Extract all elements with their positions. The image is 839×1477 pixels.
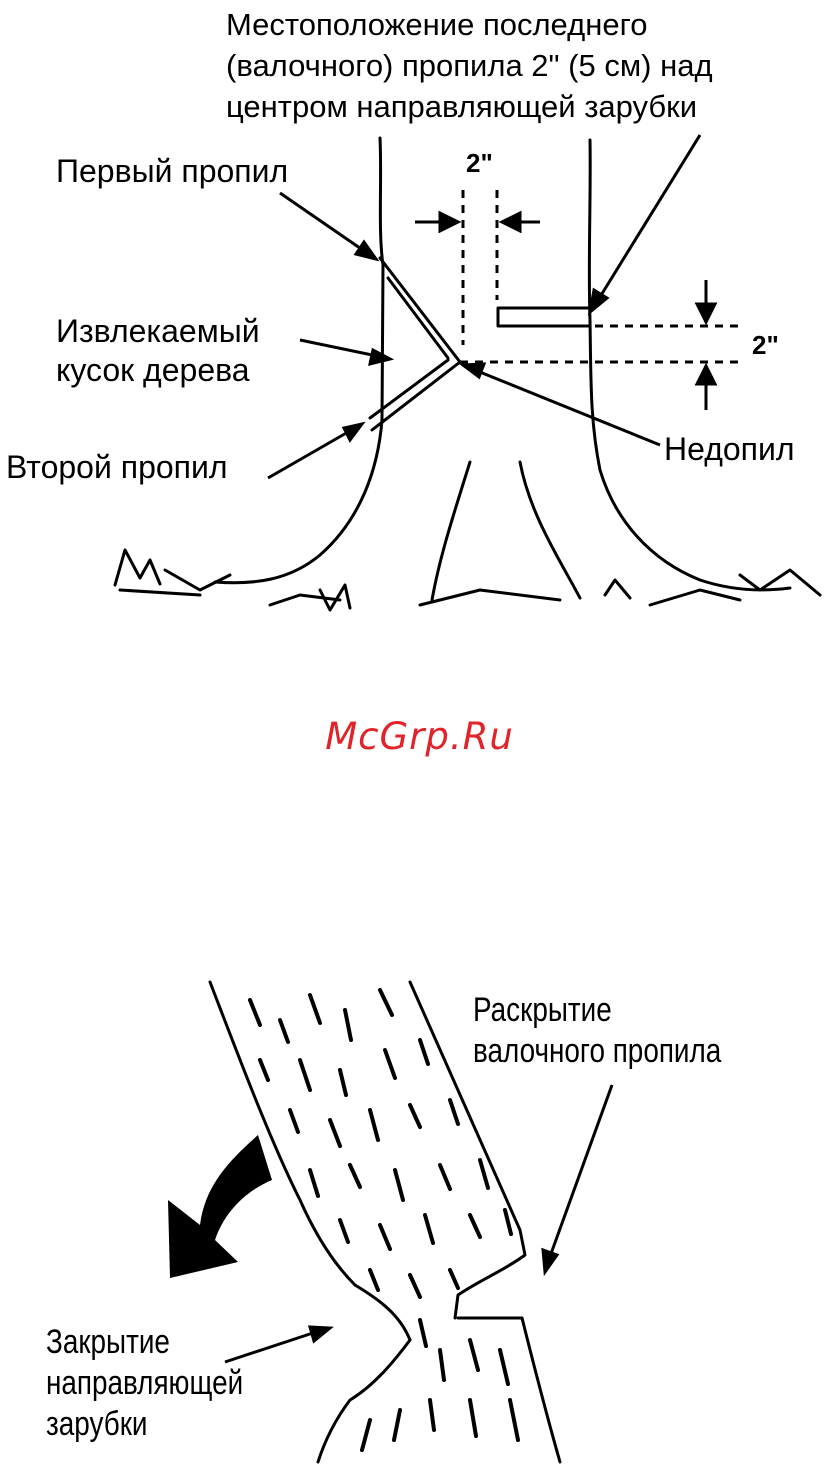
label-opening-line-1: Раскрытие [473, 990, 721, 1031]
label-closing-line-2: направляющей [46, 1363, 243, 1404]
stump-right [522, 1318, 560, 1462]
label-closing-line-1: Закрытие [46, 1322, 243, 1363]
label-notch-closing: Закрытие направляющей зарубки [46, 1322, 243, 1445]
label-felling-cut-opening: Раскрытие валочного пропила [473, 990, 721, 1072]
label-closing-line-3: зарубки [46, 1404, 243, 1445]
fall-direction-arrow [168, 1135, 272, 1278]
label-opening-line-2: валочного пропила [473, 1031, 721, 1072]
